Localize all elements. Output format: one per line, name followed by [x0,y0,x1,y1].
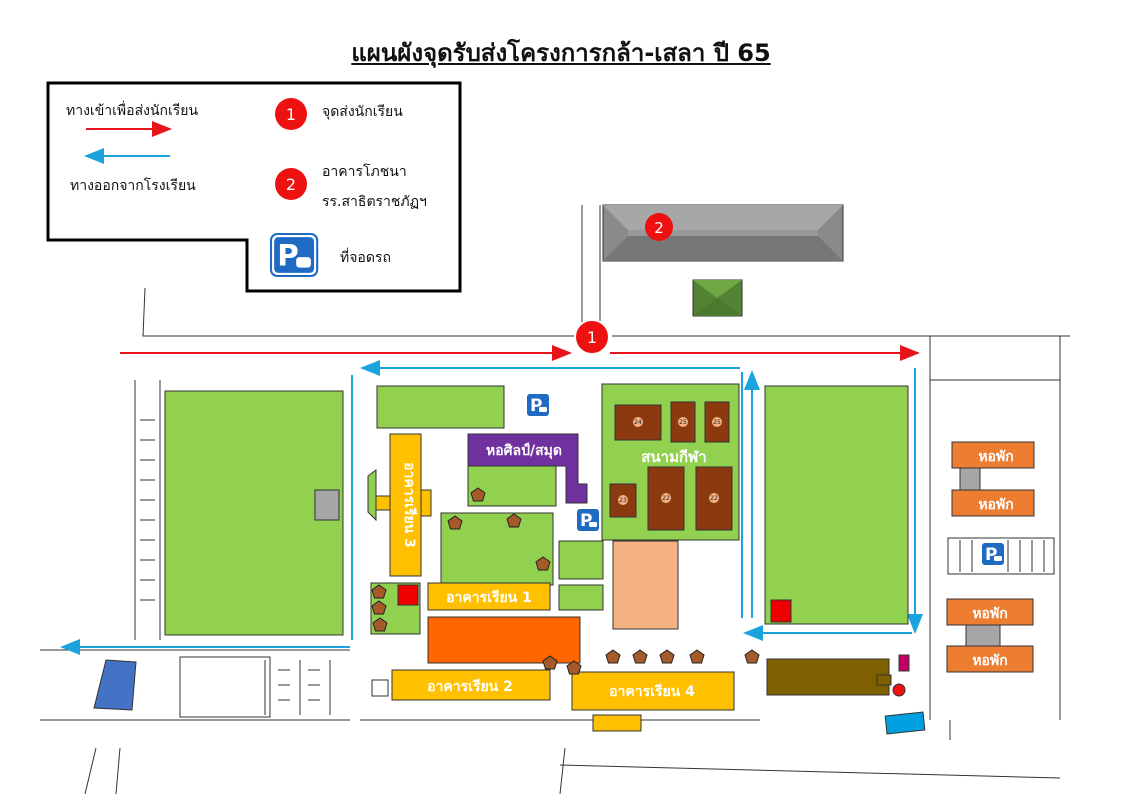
court-numbers: 24 25 25 23 22 22 [618,417,722,505]
legend-marker-2-line1: อาคารโภชนา [322,163,407,180]
legend-parking-icon: P [269,232,319,278]
dorm-label-1: หอพัก [978,449,1013,465]
green-pavilion [692,279,743,317]
exit-arrows [60,360,923,655]
legend-entry-label: ทางเข้าเพื่อส่งนักเรียน [66,101,199,119]
legend-box [46,81,462,293]
building-4 [571,671,735,711]
left-lawn [164,390,344,636]
legend-marker-2 [275,168,307,200]
building-4-annex [592,714,642,732]
parking-icon-right [982,543,1004,565]
tan-building [612,540,679,630]
building-1-label: อาคารเรียน 1 [446,590,532,606]
road-outlines [40,205,1070,794]
olive-annex [876,674,892,686]
olive-building [766,658,890,696]
courts [609,401,733,531]
cafeteria-building [602,204,844,262]
svg-text:24: 24 [634,419,642,426]
lawn-small-2 [558,584,604,611]
dorm-label-2: หอพัก [978,497,1013,513]
parking-stripes-bottom [179,656,331,718]
parking-stripes-left [140,419,155,601]
legend-exit-label: ทางออกจากโรงเรียน [70,177,196,194]
red-circle [892,683,906,697]
art-library-label: หอศิลป์/สมุด [486,442,562,459]
building-4-label: อาคารเรียน 4 [609,684,695,700]
dropoff-marker [574,319,610,355]
legend-parking-label: ที่จอดรถ [340,248,391,266]
lawn-top-left [376,385,505,429]
blue-building [93,659,137,711]
parking-icon-top [527,394,549,416]
building-2-label: อาคารเรียน 2 [427,679,513,695]
parking-icon-mid [577,509,599,531]
svg-text:25: 25 [713,419,721,426]
svg-text:25: 25 [679,419,687,426]
svg-text:23: 23 [619,497,627,504]
right-parking-stripes [959,540,1045,572]
legend-marker-2-line2: รร.สาธิตราชภัฏฯ [322,194,427,210]
building-3-label: อาคารเรียน 3 [401,462,417,548]
art-library-building [467,433,588,504]
legend-marker-1 [275,98,307,130]
left-lawn-pad [314,489,340,521]
svg-text:22: 22 [710,495,718,502]
svg-text:22: 22 [662,495,670,502]
dropoff-marker-number: 1 [587,328,597,347]
blue-box [884,711,926,735]
right-lawn [764,385,909,625]
cafeteria-marker [645,213,673,241]
sports-field-label: สนามกีฬา [641,448,706,466]
dormitories [946,441,1035,673]
building-1 [427,582,551,611]
lawn-mid [467,465,557,507]
lawn-small-1 [558,540,604,580]
magenta-box [898,654,910,672]
small-white-box [371,679,389,697]
red-box-2 [770,599,792,623]
legend-marker-2-number: 2 [286,175,296,194]
building-2 [391,669,551,701]
dorm-label-3: หอพัก [972,606,1007,622]
orange-building [427,616,581,664]
cafeteria-marker-number: 2 [654,219,664,237]
building-3: อาคารเรียน 3 [367,433,432,577]
svg-text:P: P [277,239,299,273]
legend-marker-1-label: จุดส่งนักเรียน [322,104,403,120]
map-title: แผนผังจุดรับส่งโครงการกล้า-เสลา ปี 65 [351,39,771,67]
dorm-label-4: หอพัก [972,653,1007,669]
legend-marker-1-number: 1 [286,105,296,124]
red-box-1 [397,584,419,606]
